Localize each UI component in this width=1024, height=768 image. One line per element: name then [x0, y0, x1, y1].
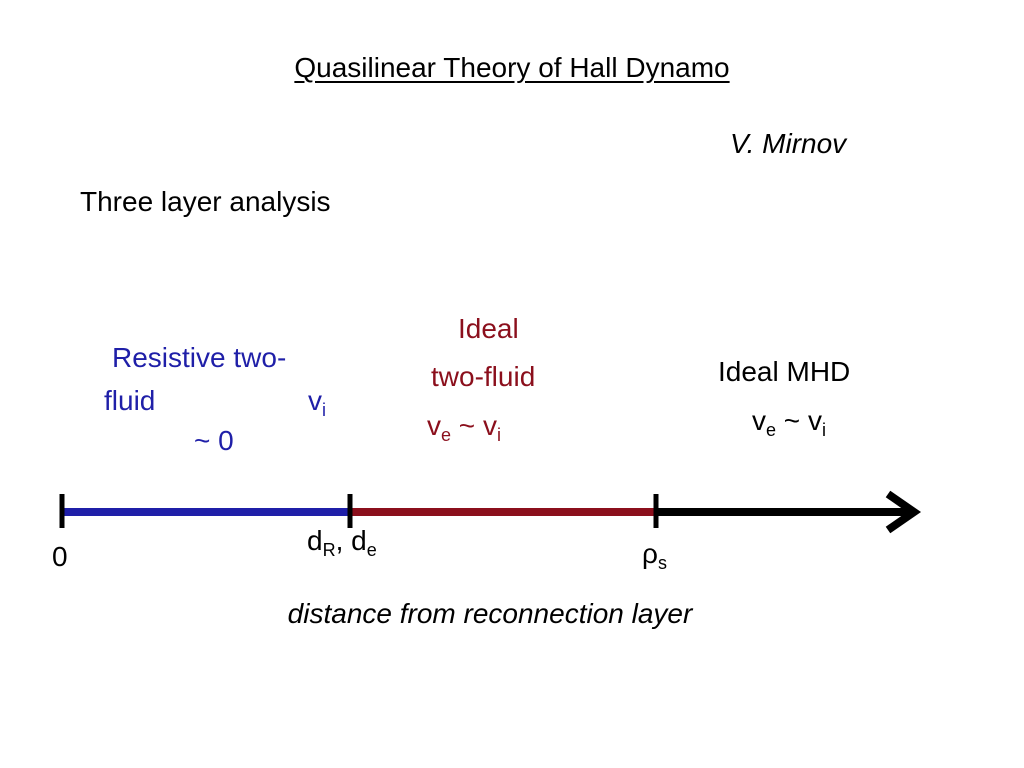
- axis-caption: distance from reconnection layer: [287, 598, 693, 629]
- page-title: Quasilinear Theory of Hall Dynamo: [294, 52, 730, 83]
- resistive-label-line1: Resistive two-: [112, 342, 287, 373]
- axis-arrowhead: [885, 490, 922, 534]
- resistive-velocity: vi: [308, 385, 326, 420]
- tick-label-rho-s: ρs: [642, 538, 667, 573]
- ideal-mhd-line1: Ideal MHD: [718, 356, 851, 387]
- resistive-approx: ~ 0: [194, 425, 234, 456]
- ideal-two-fluid-line1: Ideal: [458, 313, 519, 344]
- tick-label-dR-de: dR, de: [307, 525, 377, 560]
- ideal-two-fluid-line2: two-fluid: [431, 361, 536, 392]
- resistive-label-line2: fluid: [104, 385, 156, 416]
- tick-label-origin: 0: [52, 541, 68, 572]
- author-name: V. Mirnov: [730, 128, 847, 159]
- ideal-mhd-velocity: ve ~ vi: [752, 405, 826, 440]
- ideal-two-fluid-velocity: ve ~ vi: [427, 410, 501, 445]
- subtitle: Three layer analysis: [80, 186, 331, 217]
